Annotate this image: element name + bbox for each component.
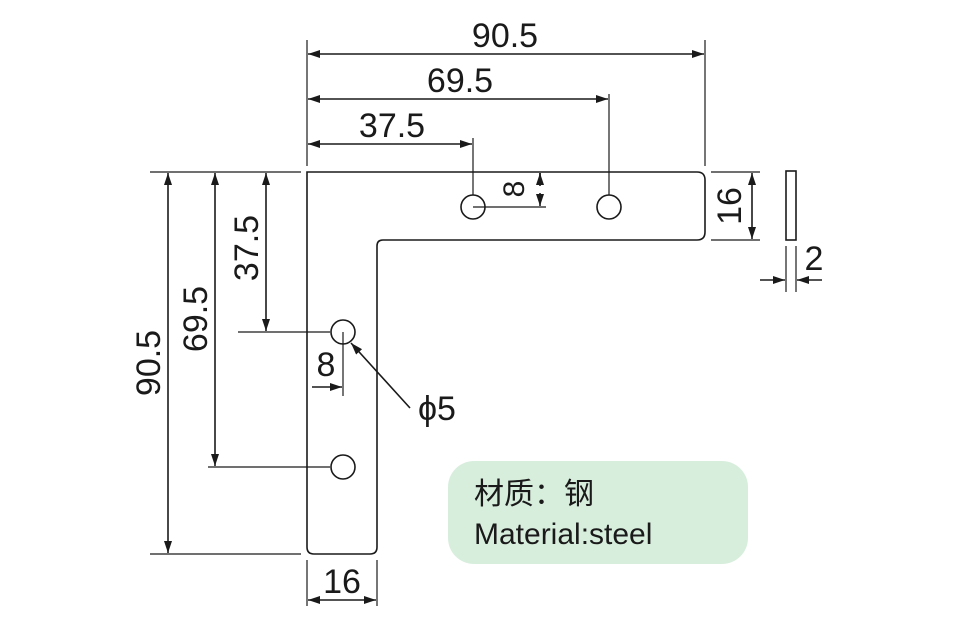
dim-arm-width-bottom: 16 [323,563,361,601]
dim-hole-offset-left: 8 [317,346,336,384]
bracket-outline [306,171,706,555]
dim-hole-offset-top: 8 [498,181,531,198]
material-note-box [448,461,748,564]
hole-left-2 [330,454,356,480]
dim-left-second: 69.5 [177,286,215,352]
dim-thickness: 2 [805,240,824,278]
dim-left-overall: 90.5 [130,330,168,396]
dim-top-second: 69.5 [427,62,493,100]
material-note-en: Material:steel [474,518,652,551]
leader-hole-diameter [350,342,411,409]
dim-hole-diameter: ϕ5 [418,390,456,428]
dim-top-overall: 90.5 [472,17,538,55]
hole-top-2 [596,194,622,220]
material-note-cn: 材质：钢 [474,478,594,511]
dim-left-first: 37.5 [228,215,266,281]
dim-top-first: 37.5 [359,107,425,145]
side-view-profile [785,170,797,241]
dim-arm-width-right: 16 [711,187,749,225]
